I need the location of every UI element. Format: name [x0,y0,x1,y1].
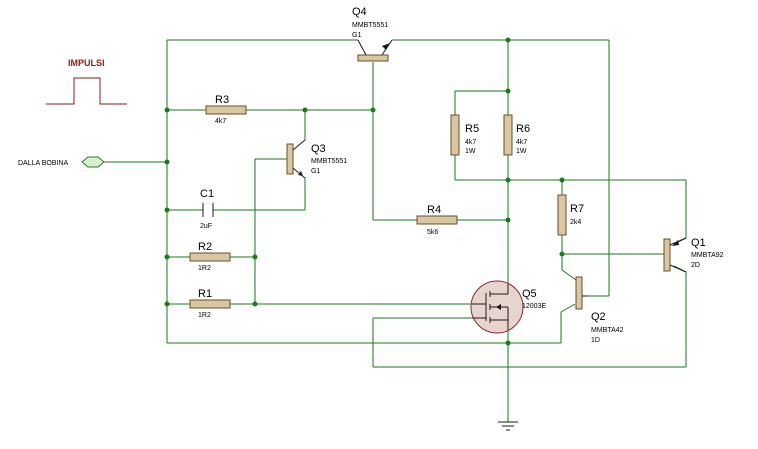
q1-ref: Q1 [691,237,706,249]
capacitor-c1: C1 2uF [200,188,214,230]
transistor-q1: Q1 MMBTA92 2D [663,237,724,273]
resistor-r4: R4 5k6 [416,204,458,236]
r6-value: 4k7 [516,139,527,146]
q4-ref: Q4 [352,6,367,18]
impulse-signal: IMPULSI [46,58,127,105]
q2-ref: Q2 [591,311,606,323]
r4-ref: R4 [427,204,441,216]
ground-icon [498,421,518,431]
resistor-r3: R3 4k7 [205,94,247,125]
q1-part: MMBTA92 [691,252,724,259]
resistor-r6: R6 4k7 1W [503,114,530,156]
resistor-r5: R5 4k7 1W [450,114,479,156]
impulse-label: IMPULSI [68,58,105,68]
q1-code: 2D [691,262,700,269]
r5-power: 1W [465,148,476,155]
q4-part: MMBT5551 [352,22,388,29]
transistor-q2: Q2 MMBTA42 1D [575,276,624,344]
wires [98,39,687,422]
r3-ref: R3 [215,94,229,106]
r6-ref: R6 [516,123,530,135]
r5-ref: R5 [465,123,479,135]
q2-part: MMBTA42 [591,327,624,334]
c1-value: 2uF [200,223,212,230]
resistor-r7: R7 2k4 [557,194,584,236]
q2-code: 1D [591,337,600,344]
c1-ref: C1 [200,188,214,200]
input-port: DALLA BOBINA [18,156,105,168]
r6-power: 1W [516,148,527,155]
q5-part: 12003E [522,303,546,310]
transistor-q4: Q4 MMBT5551 G1 [352,6,393,62]
q5-ref: Q5 [522,288,537,300]
junction-dots [164,37,565,346]
q4-code: G1 [352,32,361,39]
q3-ref: Q3 [311,143,326,155]
r5-value: 4k7 [465,139,476,146]
r4-value: 5k6 [427,229,438,236]
resistor-r2: R2 1R2 [189,241,231,272]
r7-value: 2k4 [570,219,581,226]
r2-value: 1R2 [198,265,211,272]
resistor-r1: R1 1R2 [189,288,231,319]
r2-ref: R2 [198,241,212,253]
q3-code: G1 [311,168,320,175]
q3-part: MMBT5551 [311,158,347,165]
r1-ref: R1 [198,288,212,300]
r1-value: 1R2 [198,312,211,319]
r7-ref: R7 [570,203,584,215]
r3-value: 4k7 [215,118,226,125]
mosfet-q5: Q5 12003E [470,280,546,334]
transistor-q3: Q3 MMBT5551 G1 [286,139,347,179]
input-label: DALLA BOBINA [18,160,69,167]
